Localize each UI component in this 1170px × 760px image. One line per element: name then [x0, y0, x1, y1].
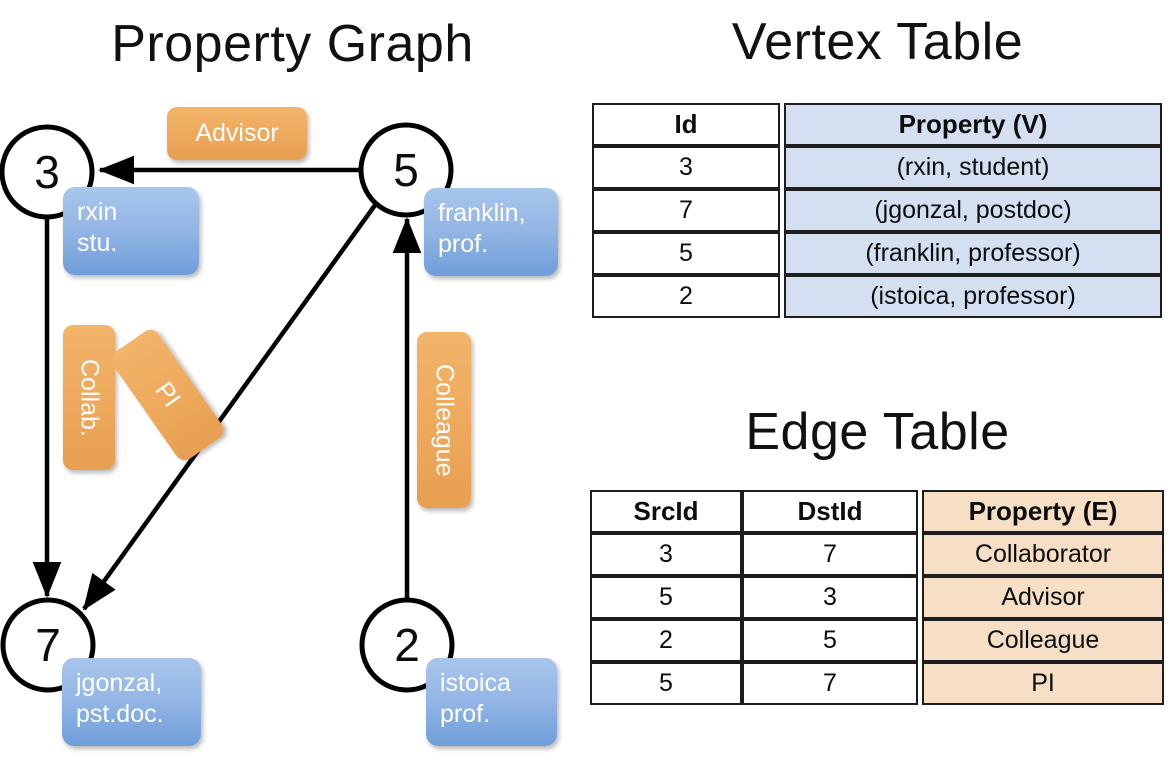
table-column-gap	[780, 189, 784, 232]
table-column-gap	[918, 619, 922, 662]
property-graph-diagram: 3 5 7 2 rxin stu. franklin, prof. jgonza…	[0, 107, 558, 746]
vertex-table-header-property: Property (V)	[784, 103, 1162, 146]
edge-cell-dstid: 3	[742, 576, 918, 619]
page-title-property-graph: Property Graph	[111, 15, 474, 73]
edge-cell-property: Colleague	[922, 619, 1164, 662]
edge-label-collab[interactable]: Collab.	[63, 325, 115, 470]
table-column-gap	[780, 275, 784, 318]
section-title-vertex-table: Vertex Table	[731, 13, 1024, 71]
edge-label-advisor[interactable]: Advisor	[167, 107, 307, 160]
vertex-table: Id Property (V) 3 (rxin, student) 7 (jgo…	[592, 103, 1162, 318]
table-row[interactable]: 5 3 Advisor	[590, 576, 1164, 619]
table-column-gap	[918, 490, 922, 533]
table-column-gap	[918, 576, 922, 619]
vertex-cell-id: 2	[592, 275, 780, 318]
node-property-bubble-franklin[interactable]: franklin, prof.	[424, 188, 558, 276]
table-row[interactable]: 5 7 PI	[590, 662, 1164, 705]
edge-cell-property: PI	[922, 662, 1164, 705]
edge-cell-srcid: 2	[590, 619, 742, 662]
edge-cell-dstid: 7	[742, 533, 918, 576]
edge-table-header-dstid: DstId	[742, 490, 918, 533]
edge-cell-dstid: 5	[742, 619, 918, 662]
table-column-gap	[780, 232, 784, 275]
section-title-edge-table: Edge Table	[745, 403, 1010, 461]
vertex-table-header-id: Id	[592, 103, 780, 146]
node-property-bubble-rxin[interactable]: rxin stu.	[63, 187, 199, 275]
vertex-cell-property: (franklin, professor)	[784, 232, 1162, 275]
edge-table: SrcId DstId Property (E) 3 7 Collaborato…	[590, 490, 1164, 705]
vertex-table-header-row: Id Property (V)	[592, 103, 1162, 146]
edge-table-header-srcid: SrcId	[590, 490, 742, 533]
table-column-gap	[780, 103, 784, 146]
table-row[interactable]: 5 (franklin, professor)	[592, 232, 1162, 275]
edge-label-colleague[interactable]: Colleague	[417, 332, 471, 508]
edge-cell-srcid: 5	[590, 576, 742, 619]
edge-cell-srcid: 5	[590, 662, 742, 705]
table-column-gap	[918, 662, 922, 705]
edge-cell-property: Collaborator	[922, 533, 1164, 576]
table-row[interactable]: 7 (jgonzal, postdoc)	[592, 189, 1162, 232]
vertex-cell-property: (istoica, professor)	[784, 275, 1162, 318]
edge-cell-property: Advisor	[922, 576, 1164, 619]
vertex-cell-id: 5	[592, 232, 780, 275]
table-column-gap	[780, 146, 784, 189]
vertex-cell-id: 3	[592, 146, 780, 189]
edge-cell-srcid: 3	[590, 533, 742, 576]
edge-cell-dstid: 7	[742, 662, 918, 705]
table-row[interactable]: 3 7 Collaborator	[590, 533, 1164, 576]
table-row[interactable]: 3 (rxin, student)	[592, 146, 1162, 189]
vertex-cell-property: (rxin, student)	[784, 146, 1162, 189]
table-column-gap	[918, 533, 922, 576]
edge-table-header-row: SrcId DstId Property (E)	[590, 490, 1164, 533]
edge-table-header-property: Property (E)	[922, 490, 1164, 533]
vertex-cell-property: (jgonzal, postdoc)	[784, 189, 1162, 232]
table-row[interactable]: 2 (istoica, professor)	[592, 275, 1162, 318]
edge-5-to-7	[82, 199, 380, 611]
vertex-cell-id: 7	[592, 189, 780, 232]
table-row[interactable]: 2 5 Colleague	[590, 619, 1164, 662]
node-property-bubble-jgonzal[interactable]: jgonzal, pst.doc.	[62, 658, 201, 746]
node-property-bubble-istoica[interactable]: istoica prof.	[426, 658, 557, 746]
